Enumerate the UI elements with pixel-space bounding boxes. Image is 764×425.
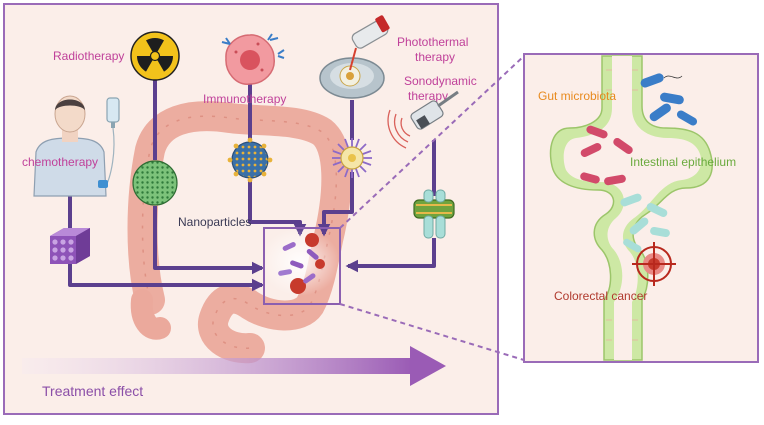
treatment-effect-arrow [22, 346, 446, 386]
colon-illustration [127, 101, 352, 364]
radiation-hazard-icon [130, 31, 180, 81]
chemotherapy-label: chemotherapy [22, 155, 98, 169]
bacteria-cluster [580, 73, 698, 253]
gut-microbiota-label: Gut microbiota [538, 89, 616, 103]
radiotherapy-label: Radiotherapy [53, 49, 124, 63]
laser-device-icon [319, 15, 390, 99]
nanoparticle-layered [413, 189, 455, 239]
nanoparticle-spiky [332, 138, 372, 178]
immunotherapy-label: Immunotherapy [203, 92, 286, 106]
crosshair-target-icon [632, 242, 676, 286]
sonodynamic-label-1: Sonodynamic [404, 74, 477, 88]
inset-connector-top [339, 55, 525, 229]
ultrasound-probe-icon [387, 90, 459, 149]
treatment-effect-label: Treatment effect [42, 383, 143, 399]
colorectal-cancer-label: Colorectal cancer [554, 289, 647, 303]
photothermal-label-1: Photothermal [397, 35, 468, 49]
immune-cell-icon [221, 33, 285, 85]
iv-drip-patient-icon [33, 95, 120, 197]
nanoparticle-cube [50, 228, 90, 264]
nanoparticle-green [132, 160, 178, 206]
nanoparticle-blue [227, 137, 273, 183]
nanoparticles-label: Nanoparticles [178, 215, 251, 229]
tumor-site-box [260, 227, 341, 305]
sonodynamic-label-2: therapy [408, 89, 448, 103]
intestinal-epithelium-label: Intestinal epithelium [630, 155, 736, 169]
photothermal-label-2: therapy [415, 50, 455, 64]
